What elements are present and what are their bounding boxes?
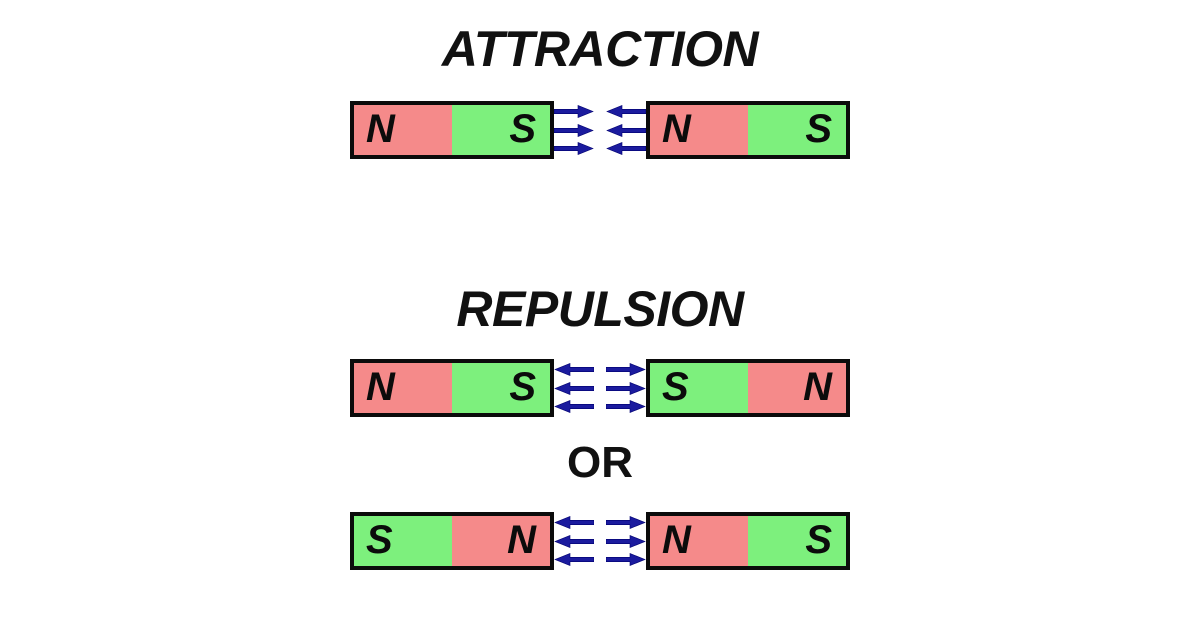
arrow-left-icon [554, 381, 594, 395]
magnet-repulsion2-left: S N [350, 512, 554, 570]
pole-label: N [803, 365, 832, 410]
force-arrows-repulsion-2 [554, 512, 646, 570]
pole-label: S [509, 365, 536, 410]
force-arrows-repulsion-1 [554, 359, 646, 417]
pole-label: S [366, 518, 393, 563]
pole-north: N [650, 105, 748, 155]
arrow-group-right-pointing-right [606, 359, 646, 417]
magnet-pair-repulsion-1: N S S [0, 350, 1200, 426]
arrow-right-icon [606, 534, 646, 548]
magnet-attraction-right: N S [646, 101, 850, 159]
arrow-right-icon [606, 400, 646, 413]
divider-label-or: OR [567, 438, 633, 487]
arrow-group-left-pointing-left [554, 512, 594, 570]
pole-label: S [805, 518, 832, 563]
pole-south: S [452, 105, 550, 155]
magnet-attraction-left: N S [350, 101, 554, 159]
magnet-repulsion1-right: S N [646, 359, 850, 417]
pole-label: S [805, 107, 832, 152]
magnet-pair-repulsion-2: S N N [0, 503, 1200, 579]
pole-label: S [662, 365, 689, 410]
arrow-right-icon [606, 363, 646, 376]
arrow-left-icon [606, 123, 646, 137]
pole-south: S [748, 516, 846, 566]
arrow-right-icon [606, 553, 646, 566]
pole-south: S [452, 363, 550, 413]
pole-label: S [509, 107, 536, 152]
arrow-left-icon [554, 363, 594, 376]
pole-north: N [354, 105, 452, 155]
pole-label: N [507, 518, 536, 563]
arrow-group-right-pointing-right [606, 512, 646, 570]
arrow-left-icon [554, 534, 594, 548]
pole-north: N [354, 363, 452, 413]
section-title-attraction: ATTRACTION [441, 21, 759, 77]
pole-south: S [748, 105, 846, 155]
pole-label: N [366, 365, 395, 410]
arrow-group-left-pointing-right [554, 101, 594, 159]
pole-south: S [354, 516, 452, 566]
pole-label: N [662, 107, 691, 152]
pole-north: N [748, 363, 846, 413]
magnet-repulsion2-right: N S [646, 512, 850, 570]
arrow-right-icon [606, 516, 646, 529]
magnet-pair-attraction: N S N [0, 92, 1200, 168]
arrow-left-icon [606, 142, 646, 155]
pole-label: N [662, 518, 691, 563]
arrow-left-icon [554, 400, 594, 413]
arrow-left-icon [554, 516, 594, 529]
arrow-right-icon [606, 381, 646, 395]
arrow-group-left-pointing-left [554, 359, 594, 417]
arrow-group-right-pointing-left [606, 101, 646, 159]
pole-south: S [650, 363, 748, 413]
pole-north: N [650, 516, 748, 566]
arrow-left-icon [554, 553, 594, 566]
arrow-right-icon [554, 142, 594, 155]
magnet-repulsion1-left: N S [350, 359, 554, 417]
pole-north: N [452, 516, 550, 566]
force-arrows-attraction [554, 101, 646, 159]
arrow-left-icon [606, 105, 646, 118]
arrow-right-icon [554, 123, 594, 137]
arrow-right-icon [554, 105, 594, 118]
section-title-repulsion: REPULSION [456, 281, 744, 337]
pole-label: N [366, 107, 395, 152]
